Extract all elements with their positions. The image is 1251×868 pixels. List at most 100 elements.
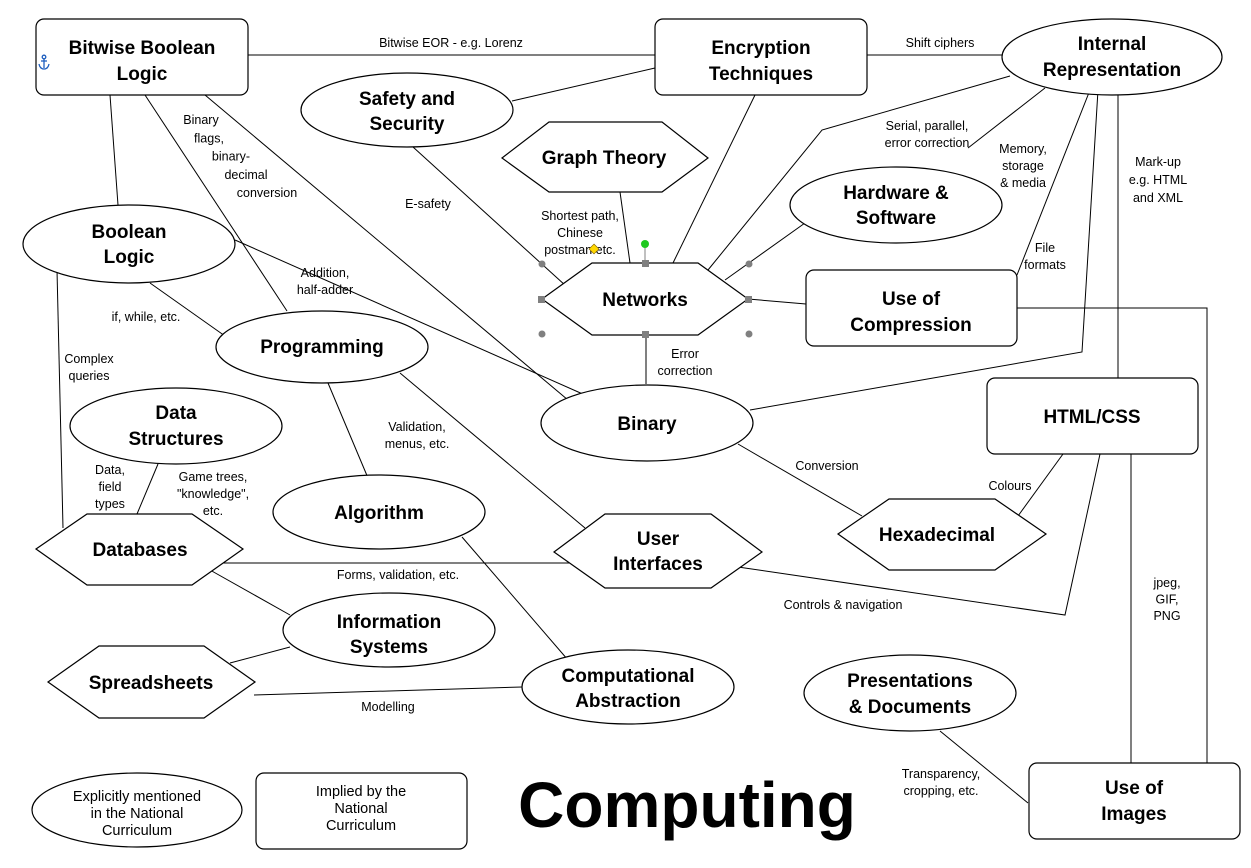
diagram-title: Computing xyxy=(518,769,856,841)
resize-handle-ne[interactable] xyxy=(745,260,753,268)
text-line: in the National xyxy=(91,806,184,822)
node-spreadsheets[interactable]: Spreadsheets xyxy=(46,645,257,719)
edge-programming-userinterfaces[interactable] xyxy=(399,372,586,529)
edge-boolean-databases[interactable] xyxy=(56,269,64,529)
selection-handles[interactable] xyxy=(538,240,753,338)
text-line: Graph Theory xyxy=(542,148,667,169)
edge-algorithm-computational[interactable] xyxy=(461,536,569,661)
text-line: & Documents xyxy=(849,697,971,718)
node-networks[interactable]: Networks xyxy=(540,262,750,336)
edge-presentations-images[interactable] xyxy=(939,730,1029,804)
edge-datastructures-databases[interactable] xyxy=(136,463,159,515)
node-html-css[interactable]: HTML/CSS xyxy=(986,377,1199,455)
text-line: Internal xyxy=(1078,34,1147,55)
text-line: Chinese xyxy=(557,226,603,240)
text-line: Programming xyxy=(260,337,384,358)
node-databases[interactable]: Databases xyxy=(34,513,245,586)
text-line: decimal xyxy=(224,168,267,182)
resize-handle-n[interactable] xyxy=(642,260,649,267)
text-line: Techniques xyxy=(709,64,813,85)
resize-handle-sw[interactable] xyxy=(538,330,546,338)
node-hardware-and-software[interactable]: Hardware &Software xyxy=(789,166,1003,244)
edge-internal-compression[interactable] xyxy=(1016,89,1091,276)
edge-hardware-networks[interactable] xyxy=(724,222,806,281)
text-line: Transparency, xyxy=(902,767,981,781)
edge-spreadsheets-infosystems[interactable] xyxy=(229,646,291,664)
text-line: Abstraction xyxy=(575,691,681,712)
edge-bitwise-boolean[interactable] xyxy=(109,94,119,206)
text-line: formats xyxy=(1024,258,1066,272)
edge-spreadsheets-computational[interactable] xyxy=(253,686,523,696)
resize-handle-w[interactable] xyxy=(538,296,545,303)
label-esafety: E-safety xyxy=(405,197,452,211)
node-presentations-and-documents[interactable]: Presentations& Documents xyxy=(803,654,1017,732)
text-line: half-adder xyxy=(297,283,353,297)
edge-networks-compression[interactable] xyxy=(747,298,807,305)
label-forms: Forms, validation, etc. xyxy=(337,568,459,582)
edge-binary-hexadecimal[interactable] xyxy=(737,443,863,517)
adjust-handle[interactable] xyxy=(588,243,600,255)
edge-databases-infosystems[interactable] xyxy=(209,569,291,616)
text-line: Hexadecimal xyxy=(879,525,995,546)
edge-boolean-programming[interactable] xyxy=(149,282,226,337)
text-line: Explicitly mentioned xyxy=(73,789,201,805)
label-memory: Memory,storage& media xyxy=(999,142,1047,190)
edge-userinterfaces-htmlcss[interactable] xyxy=(737,453,1101,616)
node-spreadsheets-label: Spreadsheets xyxy=(89,673,214,694)
edge-bitwise-binary[interactable] xyxy=(204,94,569,401)
text-line: Information xyxy=(337,612,442,633)
resize-handle-se[interactable] xyxy=(745,330,753,338)
edge-htmlcss-hexadecimal[interactable] xyxy=(1017,453,1064,517)
node-algorithm[interactable]: Algorithm xyxy=(272,474,486,550)
text-line: Addition, xyxy=(301,266,350,280)
resize-handle-e[interactable] xyxy=(745,296,752,303)
text-line: queries xyxy=(69,369,110,383)
node-programming[interactable]: Programming xyxy=(215,310,429,384)
anchor-icon[interactable] xyxy=(38,54,50,70)
edge-internal-networks[interactable] xyxy=(707,75,1011,271)
edge-internal-hardware[interactable] xyxy=(967,87,1046,149)
text-line: Game trees, xyxy=(179,470,248,484)
resize-handle-s[interactable] xyxy=(642,331,649,338)
edge-programming-algorithm[interactable] xyxy=(327,382,369,479)
edge-boolean-binary[interactable] xyxy=(234,239,586,396)
edge-bitwise-programming[interactable] xyxy=(144,94,288,312)
text-line: e.g. HTML xyxy=(1129,173,1187,187)
text-line: etc. xyxy=(203,504,223,518)
text-line: Controls & navigation xyxy=(784,598,903,612)
node-graph-theory[interactable]: Graph Theory xyxy=(500,121,709,193)
text-line: Representation xyxy=(1043,60,1181,81)
node-htmlcss-label: HTML/CSS xyxy=(1043,407,1140,428)
label-addition: Addition, half-adder xyxy=(297,266,353,297)
edge-graph-networks[interactable] xyxy=(619,191,631,264)
edge-encryption-networks[interactable] xyxy=(672,94,756,264)
text-line: Memory, xyxy=(999,142,1047,156)
resize-handle-nw[interactable] xyxy=(538,260,546,268)
edge-compression-images[interactable] xyxy=(1017,307,1208,763)
text-line: Networks xyxy=(602,290,688,311)
rotate-handle[interactable] xyxy=(641,240,649,248)
node-binary[interactable]: Binary xyxy=(540,384,754,462)
text-line: cropping, etc. xyxy=(903,784,978,798)
node-hexadecimal[interactable]: Hexadecimal xyxy=(836,498,1048,571)
edge-internal-binary[interactable] xyxy=(749,89,1099,411)
text-line: Use of xyxy=(1105,778,1164,799)
edge-safety-encryption[interactable] xyxy=(511,67,656,102)
